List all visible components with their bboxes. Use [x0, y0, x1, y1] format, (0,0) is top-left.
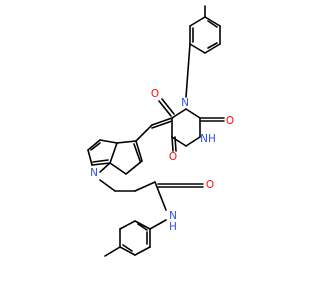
- bond: [109, 142, 118, 164]
- bond: [91, 162, 111, 166]
- atom-label-oxygen: O: [226, 115, 234, 127]
- bond: [122, 244, 133, 252]
- bond: [151, 117, 173, 126]
- bond: [171, 136, 187, 147]
- bond: [92, 159, 109, 163]
- bond: [134, 181, 156, 192]
- bond: [207, 20, 218, 28]
- atom-label-oxygen: O: [206, 179, 214, 191]
- bond: [185, 136, 201, 147]
- bond: [204, 16, 221, 27]
- bond: [171, 136, 174, 152]
- bond: [158, 100, 172, 117]
- atom-label-hydrogen: H: [169, 221, 177, 233]
- bond: [135, 140, 143, 162]
- bond: [185, 108, 201, 119]
- bond: [151, 120, 173, 129]
- bonds: [87, 5, 225, 257]
- bond: [99, 139, 118, 144]
- bond: [134, 246, 151, 256]
- bond: [134, 220, 151, 230]
- bond: [109, 162, 127, 175]
- atom-label-nitrogen: N: [169, 210, 177, 222]
- molecule-diagram: O N O NH O N O N H: [87, 5, 234, 257]
- bond: [137, 223, 148, 231]
- atom-label-oxygen: O: [151, 88, 159, 100]
- bond: [119, 246, 136, 256]
- bond: [189, 16, 206, 27]
- bond: [87, 149, 93, 166]
- bond: [185, 43, 191, 98]
- atom-label-oxygen: O: [169, 151, 177, 163]
- bond: [119, 220, 136, 230]
- atom-labels: O N O NH O N O N H: [90, 88, 234, 233]
- bond: [189, 43, 206, 54]
- bond: [104, 246, 121, 257]
- bond: [99, 162, 111, 173]
- bond: [154, 181, 167, 211]
- bond: [204, 43, 221, 54]
- bond: [135, 124, 153, 142]
- bond: [149, 219, 167, 230]
- bond: [133, 143, 141, 162]
- bond: [87, 139, 101, 151]
- bond: [207, 42, 218, 49]
- bond: [99, 179, 116, 192]
- bond: [174, 136, 177, 152]
- bond: [116, 140, 137, 144]
- structure-drawing: O N O NH O N O N H: [87, 5, 234, 257]
- bond: [125, 160, 143, 175]
- bond: [171, 108, 187, 119]
- atom-label-nh: NH: [200, 133, 216, 145]
- atom-label-nitrogen: N: [181, 97, 189, 109]
- bond: [90, 142, 101, 151]
- atom-label-nitrogen: N: [90, 167, 98, 179]
- bond: [161, 98, 175, 115]
